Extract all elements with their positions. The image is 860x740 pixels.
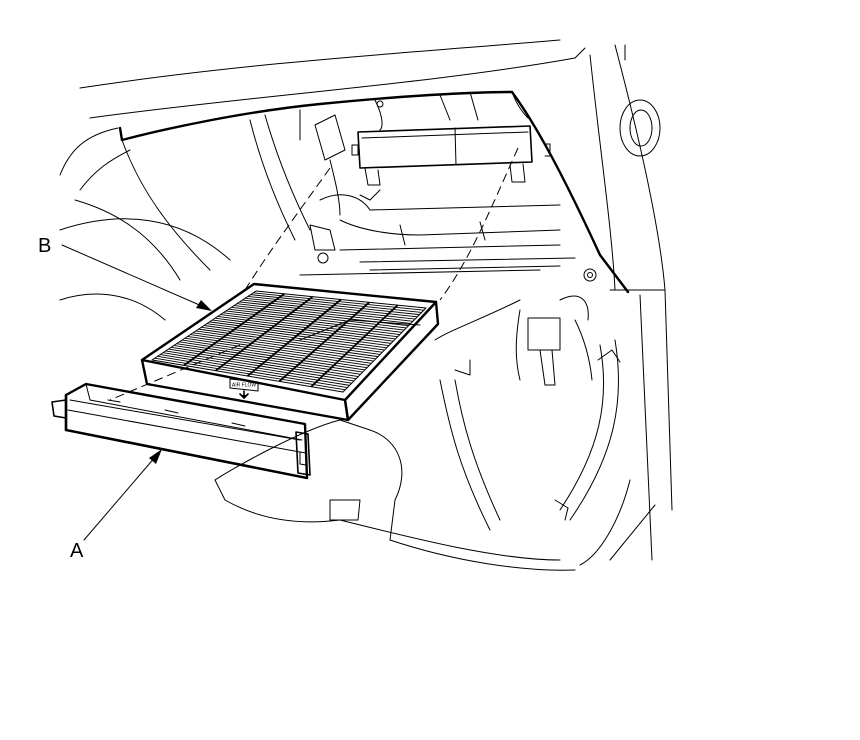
callout-label-a: A — [70, 540, 84, 562]
airflow-tag: AIR FLOW — [229, 378, 259, 399]
filter-rib-line — [215, 295, 314, 372]
filter-frame-ribs — [183, 293, 399, 388]
filter-lid-cover — [51, 382, 311, 480]
callout-label-b: B — [38, 235, 51, 257]
filter-rib-line — [246, 298, 342, 377]
filter-rib-line — [310, 304, 399, 388]
filter-slot-installed — [351, 125, 551, 186]
callout-b: B — [38, 235, 212, 311]
cabin-air-filter-element: AIR FLOW — [140, 282, 440, 422]
filter-rib-line — [183, 293, 285, 367]
installation-guide-lines — [109, 147, 519, 401]
airflow-tag-text: AIR FLOW — [232, 383, 256, 389]
filter-rib-line — [278, 301, 370, 383]
callout-a: A — [70, 449, 162, 562]
